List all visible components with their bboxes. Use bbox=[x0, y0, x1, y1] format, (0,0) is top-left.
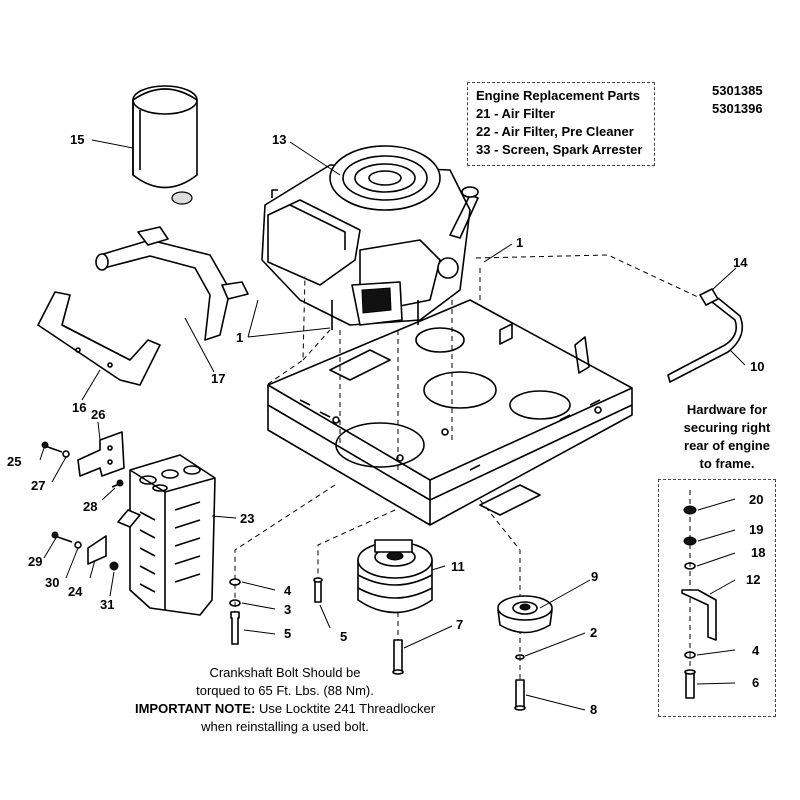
part-16-bracket bbox=[37, 291, 161, 386]
model-number: 5301385 bbox=[712, 83, 763, 98]
torque-note-line: Crankshaft Bolt Should be bbox=[209, 665, 361, 680]
callout-19: 19 bbox=[749, 522, 764, 537]
part-26-bracket bbox=[41, 431, 125, 488]
hardware-note-line: rear of engine bbox=[684, 438, 770, 453]
callout-28: 28 bbox=[83, 499, 98, 514]
callout-5: 5 bbox=[340, 629, 348, 644]
engine-mount-frame bbox=[267, 299, 633, 526]
callout-14: 14 bbox=[733, 255, 748, 270]
engine-replacement-parts-box: Engine Replacement Parts 21 - Air Filter… bbox=[467, 82, 655, 166]
callout-25: 25 bbox=[7, 454, 22, 469]
hardware-note-line: to frame. bbox=[699, 456, 755, 471]
callout-10: 10 bbox=[750, 359, 765, 374]
hardware-right-column bbox=[681, 505, 717, 699]
torque-note-line: Use Locktite 241 Threadlocker bbox=[258, 701, 436, 716]
callout-17: 17 bbox=[211, 371, 226, 386]
callout-24: 24 bbox=[68, 584, 83, 599]
callout-4: 4 bbox=[752, 643, 760, 658]
callout-26: 26 bbox=[91, 407, 106, 422]
engine bbox=[261, 145, 479, 330]
parts-box-line: 33 - Screen, Spark Arrester bbox=[476, 142, 643, 157]
hardware-note: Hardware for securing right rear of engi… bbox=[672, 401, 782, 473]
callout-20: 20 bbox=[749, 492, 764, 507]
important-note-line: IMPORTANT NOTE: Use Locktite 241 Threadl… bbox=[120, 700, 450, 718]
model-numbers: 5301385 5301396 bbox=[712, 82, 763, 118]
part-23-heat-shield bbox=[117, 454, 216, 616]
callout-4: 4 bbox=[284, 583, 292, 598]
callout-2: 2 bbox=[590, 625, 598, 640]
part-9-pulley bbox=[497, 595, 553, 634]
callout-8: 8 bbox=[590, 702, 598, 717]
callout-11: 11 bbox=[451, 559, 465, 574]
hardware-box bbox=[658, 479, 776, 717]
hardware-note-line: securing right bbox=[683, 420, 771, 435]
callout-12: 12 bbox=[746, 572, 761, 587]
callout-15: 15 bbox=[70, 132, 85, 147]
callout-18: 18 bbox=[751, 545, 766, 560]
callout-3: 3 bbox=[284, 602, 292, 617]
part-15-air-filter-cover bbox=[132, 85, 198, 205]
callout-29: 29 bbox=[28, 554, 43, 569]
hardware-note-line: Hardware for bbox=[686, 402, 768, 417]
parts-box-line: 21 - Air Filter bbox=[476, 106, 555, 121]
torque-note-line: when reinstalling a used bolt. bbox=[201, 719, 369, 734]
callout-16: 16 bbox=[72, 400, 87, 415]
callout-7: 7 bbox=[456, 617, 464, 632]
part-11-clutch bbox=[357, 539, 433, 614]
callout-27: 27 bbox=[31, 478, 46, 493]
parts-box-title: Engine Replacement Parts bbox=[476, 88, 640, 103]
part-24-bracket bbox=[51, 531, 119, 571]
callout-30: 30 bbox=[45, 575, 60, 590]
torque-note-line: torqued to 65 Ft. Lbs. (88 Nm). bbox=[196, 683, 374, 698]
callout-13: 13 bbox=[272, 132, 287, 147]
part-10-fuel-line bbox=[667, 288, 744, 383]
important-note-label: IMPORTANT NOTE: bbox=[134, 701, 256, 716]
callout-9: 9 bbox=[591, 569, 599, 584]
leader-lines bbox=[39, 139, 746, 711]
hardware-left-column bbox=[229, 577, 526, 711]
callout-1: 1 bbox=[236, 330, 244, 345]
callout-6: 6 bbox=[752, 675, 760, 690]
callout-31: 31 bbox=[100, 597, 115, 612]
parts-box-line: 22 - Air Filter, Pre Cleaner bbox=[476, 124, 634, 139]
part-17-exhaust-pipe bbox=[95, 226, 249, 341]
model-number: 5301396 bbox=[712, 101, 763, 116]
callout-5: 5 bbox=[284, 626, 292, 641]
torque-note: Crankshaft Bolt Should be torqued to 65 … bbox=[120, 664, 450, 736]
callout-23: 23 bbox=[240, 511, 255, 526]
callout-1: 1 bbox=[516, 235, 524, 250]
